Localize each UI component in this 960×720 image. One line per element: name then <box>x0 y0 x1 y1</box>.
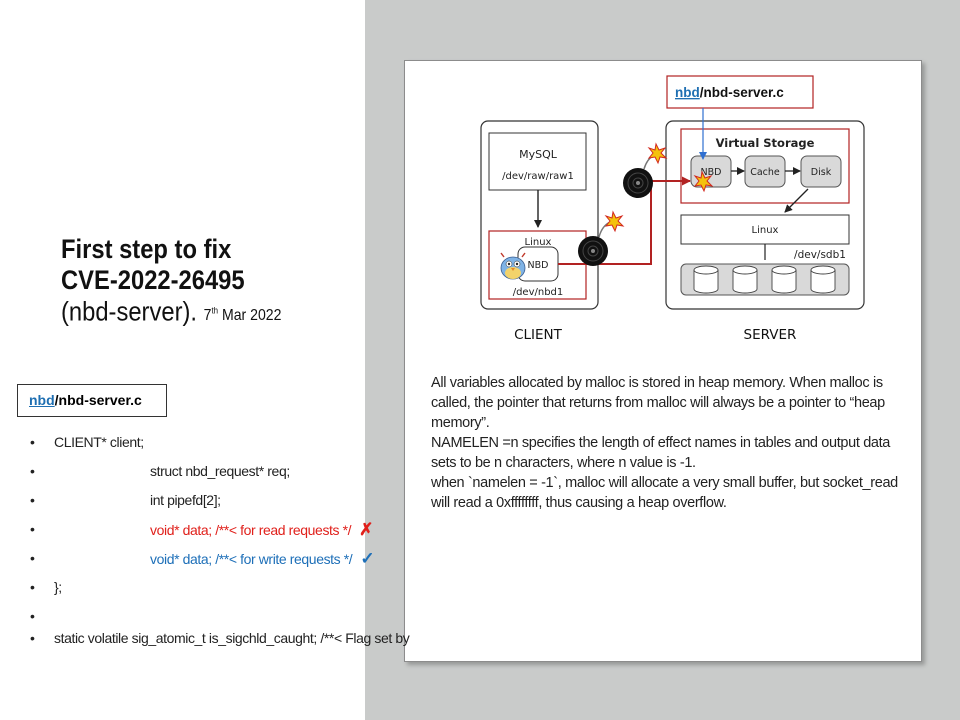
code-line-read: void* data; /**< for read requests */ ✗ <box>30 515 409 544</box>
code-line: static volatile sig_atomic_t is_sigchld_… <box>30 624 410 653</box>
slide-title: First step to fix CVE-2022-26495 (nbd-se… <box>61 234 325 331</box>
client-caption: CLIENT <box>514 327 563 343</box>
disk-box <box>800 155 842 188</box>
client-nbd-label: NBD <box>528 260 549 271</box>
client-linux-label: Linux <box>525 237 552 248</box>
code-text: CLIENT* client; <box>54 434 144 450</box>
paragraph-overflow: when `namelen = -1`, malloc will allocat… <box>431 475 898 511</box>
title-line-3: (nbd-server). 7th Mar 2022 <box>61 296 325 331</box>
mysql-label: MySQL <box>519 148 558 161</box>
explanation-paragraph: All variables allocated by malloc is sto… <box>431 373 901 513</box>
bomb-icon <box>623 142 668 198</box>
mysql-box <box>488 132 587 191</box>
code-text: }; <box>54 579 62 595</box>
bomb-icon <box>578 210 625 266</box>
raw-dev-label: /dev/raw/raw1 <box>502 171 574 182</box>
title-line-2: CVE-2022-26495 <box>61 265 245 295</box>
code-text: struct nbd_request* req; <box>150 463 290 479</box>
title-date: 7th Mar 2022 <box>203 306 282 325</box>
code-text: int pipefd[2]; <box>150 492 221 508</box>
bug-bird-icon <box>500 252 526 280</box>
paragraph-heap: All variables allocated by malloc is sto… <box>431 375 885 431</box>
disk-to-linux-arrow <box>784 188 809 213</box>
code-text: void* data; /**< for read requests */ <box>150 522 352 538</box>
disk-array <box>680 263 850 296</box>
file-path: /nbd-server.c <box>54 392 142 408</box>
code-line-write: void* data; /**< for write requests */ ✓ <box>30 544 409 573</box>
title-project: (nbd-server). <box>61 296 198 327</box>
check-icon: ✓ <box>360 549 375 568</box>
disk-cylinders <box>693 265 836 294</box>
code-line: int pipefd[2]; <box>30 486 409 515</box>
diagram-file-path: /nbd-server.c <box>700 85 785 100</box>
diagram-file-label: nbd/nbd-server.c <box>675 85 784 100</box>
nbd-dev-label: /dev/nbd1 <box>513 287 564 298</box>
sdb-dev-label: /dev/sdb1 <box>794 249 846 261</box>
nbd-link[interactable]: nbd <box>29 392 55 408</box>
code-text: void* data; /**< for write requests */ <box>150 551 353 567</box>
code-snippet-list: CLIENT* client; struct nbd_request* req;… <box>30 428 410 653</box>
server-nbd-label: NBD <box>701 167 722 178</box>
code-line: struct nbd_request* req; <box>30 457 409 486</box>
virtual-storage-label: Virtual Storage <box>716 136 815 150</box>
date-suffix: th <box>211 306 219 316</box>
paragraph-namelen: NAMELEN =n specifies the length of effec… <box>431 435 891 471</box>
diagram-nbd-link[interactable]: nbd <box>675 85 700 100</box>
date-day: 7 <box>203 307 212 325</box>
code-text: static volatile sig_atomic_t is_sigchld_… <box>54 630 410 646</box>
date-rest: Mar 2022 <box>218 307 282 325</box>
cache-label: Cache <box>750 167 780 178</box>
cross-icon: ✗ <box>359 520 374 539</box>
disk-label: Disk <box>811 167 832 178</box>
code-line: }; <box>30 573 409 602</box>
code-line: CLIENT* client; <box>30 428 409 457</box>
client-server-connection <box>558 176 691 265</box>
server-linux-label: Linux <box>752 225 779 236</box>
title-line-1: First step to fix <box>61 234 232 264</box>
source-file-label: nbd/nbd-server.c <box>17 384 167 417</box>
diagram-file-box <box>666 75 814 109</box>
explosion-icon <box>693 170 714 193</box>
server-caption: SERVER <box>744 327 797 343</box>
code-gap <box>30 602 409 631</box>
